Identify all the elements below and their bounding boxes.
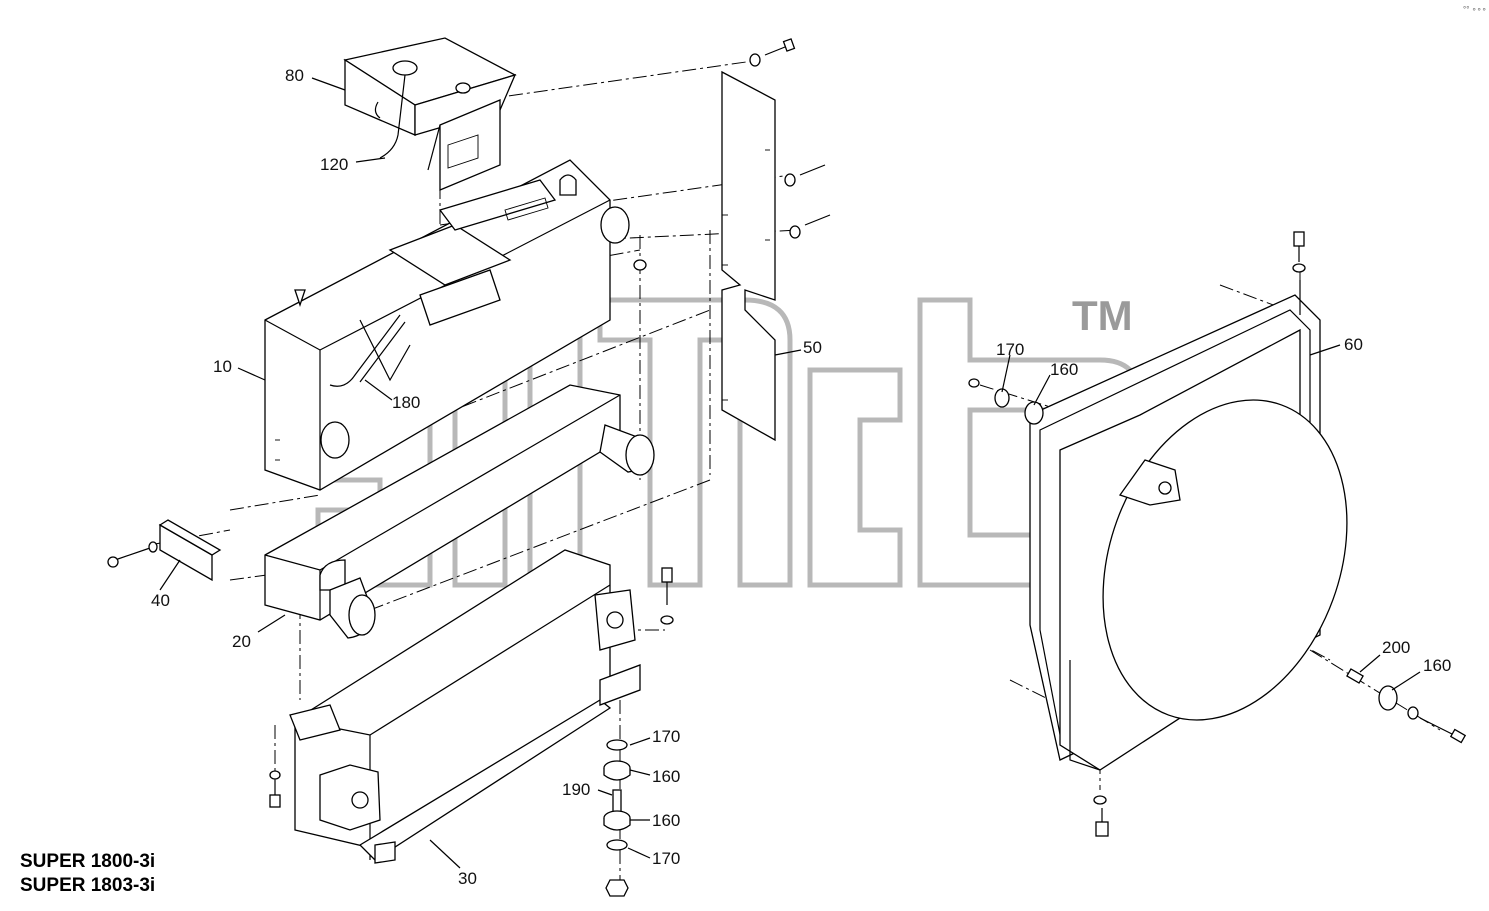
intercooler-20 bbox=[264, 384, 655, 639]
callout-20: 20 bbox=[232, 632, 251, 651]
model-name-1: SUPER 1800-3i bbox=[20, 851, 156, 872]
hose-180 bbox=[329, 314, 406, 387]
radiator-30 bbox=[289, 549, 641, 864]
callout-190: 190 bbox=[562, 780, 590, 799]
callout-30: 30 bbox=[458, 869, 477, 888]
callout-labels: 80 120 10 180 50 170 160 60 40 20 200 16… bbox=[151, 66, 1451, 888]
lower-mount-stack bbox=[269, 567, 674, 897]
leader-lines bbox=[159, 77, 1421, 869]
callout-170-shroud: 170 bbox=[996, 340, 1024, 359]
cover-plate-40 bbox=[107, 519, 222, 582]
callout-160-shroud: 160 bbox=[1050, 360, 1078, 379]
callout-80: 80 bbox=[285, 66, 304, 85]
model-name-2: SUPER 1803-3i bbox=[20, 875, 156, 896]
callout-160-lower-right: 160 bbox=[1423, 656, 1451, 675]
fan-shroud-60 bbox=[1029, 231, 1348, 771]
side-plate-50 bbox=[721, 70, 776, 442]
callout-170-upper: 170 bbox=[652, 727, 680, 746]
callout-50: 50 bbox=[803, 338, 822, 357]
oil-cooler-10 bbox=[264, 159, 630, 491]
callout-60: 60 bbox=[1344, 335, 1363, 354]
trademark-mark: TM bbox=[1072, 292, 1133, 339]
callout-160-upper: 160 bbox=[652, 767, 680, 786]
callout-120: 120 bbox=[320, 155, 348, 174]
shroud-mount-isolators bbox=[968, 378, 1467, 837]
corner-mark: °° ∘∘∘ bbox=[1463, 5, 1487, 14]
callout-160-lower: 160 bbox=[652, 811, 680, 830]
callout-40: 40 bbox=[151, 591, 170, 610]
callout-10: 10 bbox=[213, 357, 232, 376]
callout-180: 180 bbox=[392, 393, 420, 412]
expansion-tank-80 bbox=[343, 37, 517, 191]
callout-200: 200 bbox=[1382, 638, 1410, 657]
callout-170-lower: 170 bbox=[652, 849, 680, 868]
mounting-bolts-top bbox=[633, 38, 831, 271]
